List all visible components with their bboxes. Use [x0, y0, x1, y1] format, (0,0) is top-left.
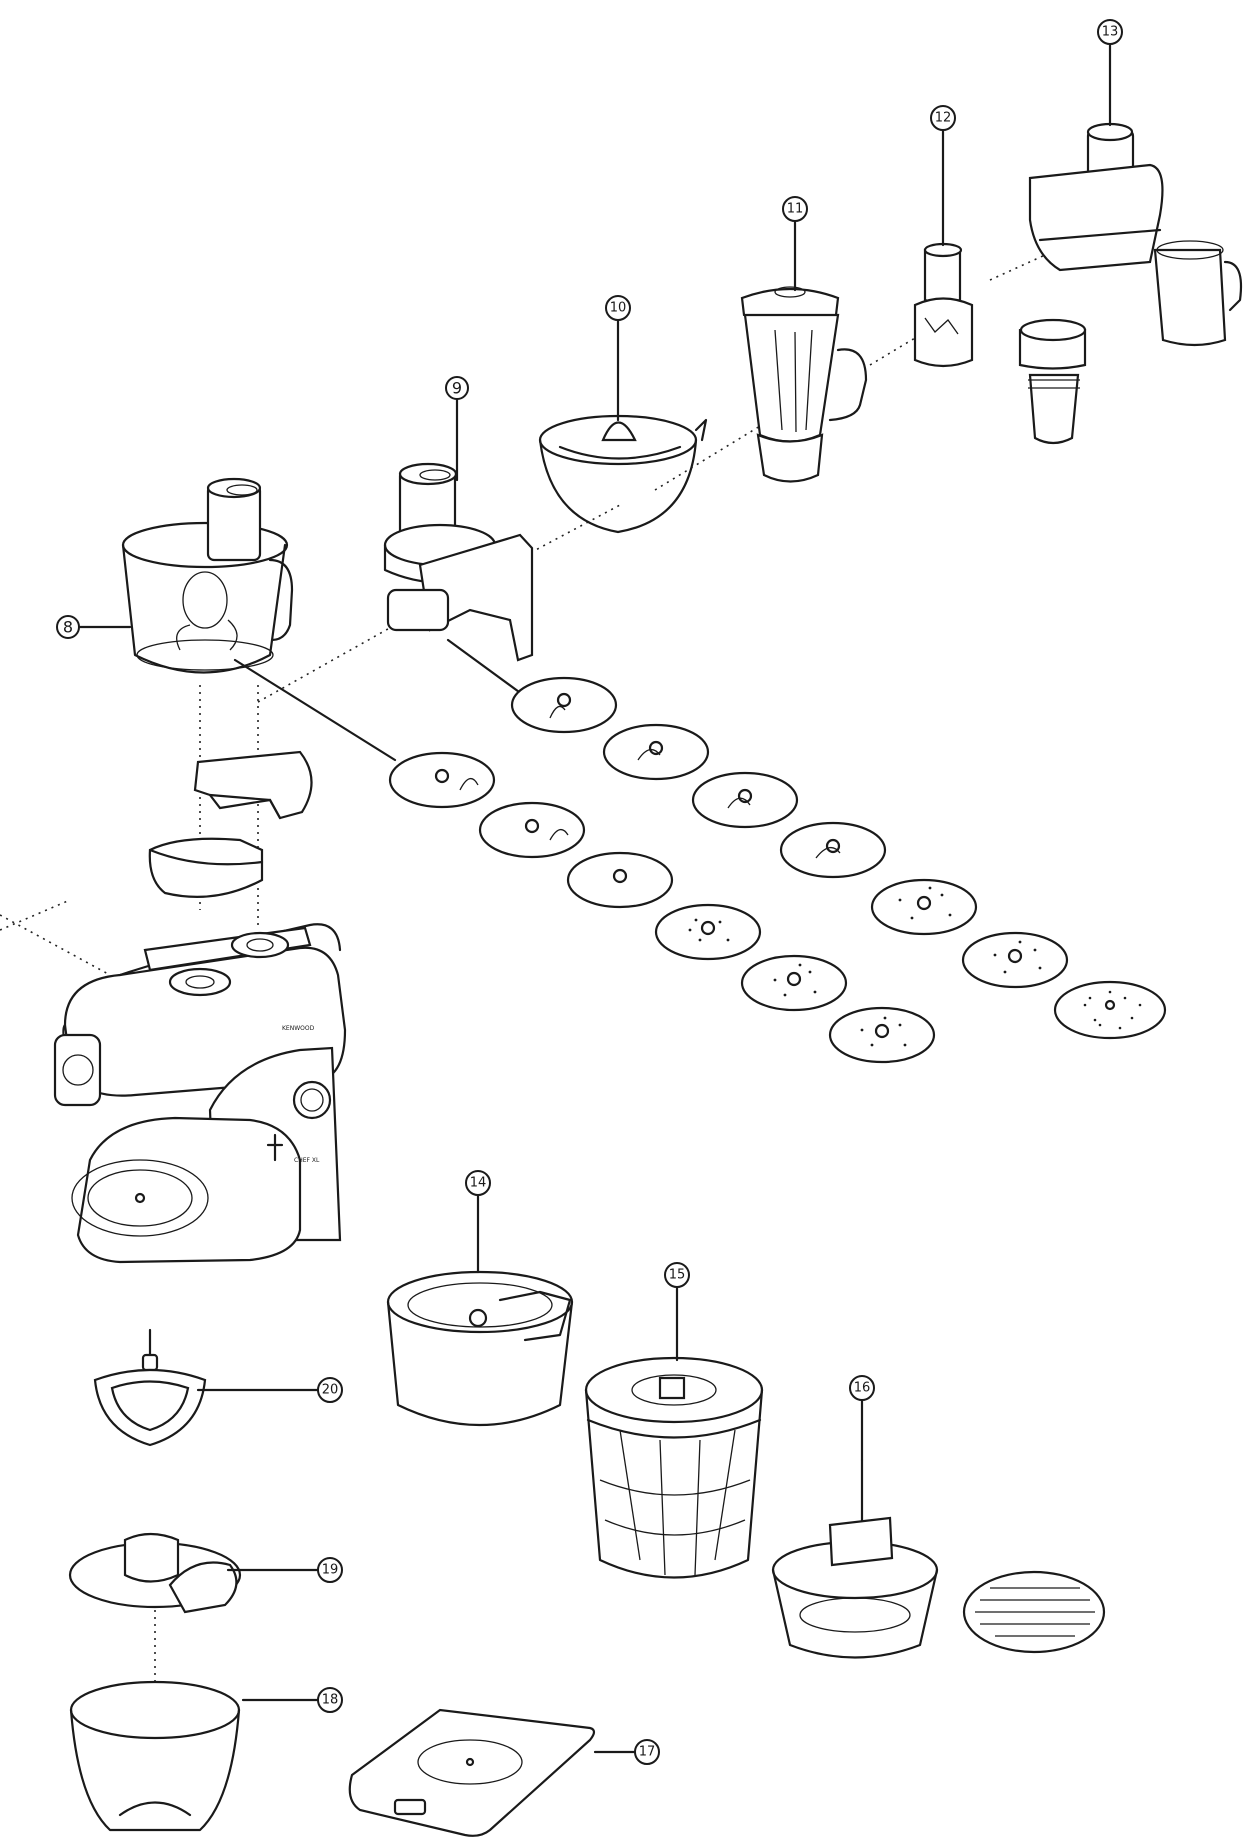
callout-12: 12 [930, 105, 956, 131]
callout-17-label: 17 [639, 1745, 656, 1760]
callout-9-label: 9 [452, 379, 462, 398]
callout-11-label: 11 [787, 202, 804, 217]
brand-label: KENWOOD [282, 1025, 315, 1032]
callout-19-label: 19 [322, 1563, 339, 1578]
mill-storage-jar [1018, 318, 1087, 445]
callout-16-label: 16 [854, 1381, 871, 1396]
dicing-attachment [584, 1356, 764, 1579]
callout-13: 13 [1097, 19, 1123, 45]
callout-9: 9 [445, 376, 469, 400]
mixing-bowl [69, 1680, 241, 1832]
callout-18-label: 18 [322, 1693, 339, 1708]
mill-attachment [913, 242, 974, 368]
kitchen-scale [348, 1708, 596, 1837]
callout-16: 16 [849, 1375, 875, 1401]
juice-extractor [1028, 122, 1243, 347]
sieve-attachment [771, 1458, 1106, 1659]
citrus-juicer [538, 414, 708, 534]
callout-10-label: 10 [610, 301, 627, 316]
callout-8: 8 [56, 615, 80, 639]
splash-guard [68, 1532, 242, 1614]
callout-13-label: 13 [1102, 25, 1119, 40]
callout-20-label: 20 [322, 1383, 339, 1398]
blender [740, 286, 868, 483]
ice-cream-maker [386, 1270, 574, 1427]
callout-18: 18 [317, 1687, 343, 1713]
callout-leader-lines [77, 42, 1112, 1754]
continuous-slicer [383, 462, 534, 702]
callout-10: 10 [605, 295, 631, 321]
kitchen-machine-body: KENWOOD CHEF XL [53, 923, 347, 1264]
callout-14-label: 14 [470, 1176, 487, 1191]
callout-20: 20 [317, 1377, 343, 1403]
slicing-grating-discs [388, 676, 1167, 1064]
callout-15-label: 15 [669, 1268, 686, 1283]
processor-drive-covers [148, 750, 313, 898]
callout-11: 11 [782, 196, 808, 222]
food-processor-bowl [121, 477, 294, 674]
callout-19: 19 [317, 1557, 343, 1583]
callout-14: 14 [465, 1170, 491, 1196]
callout-12-label: 12 [935, 111, 952, 126]
k-beater [93, 1328, 207, 1447]
callout-15: 15 [664, 1262, 690, 1288]
callout-17: 17 [634, 1739, 660, 1765]
model-label: CHEF XL [294, 1157, 320, 1164]
callout-8-label: 8 [63, 618, 73, 637]
